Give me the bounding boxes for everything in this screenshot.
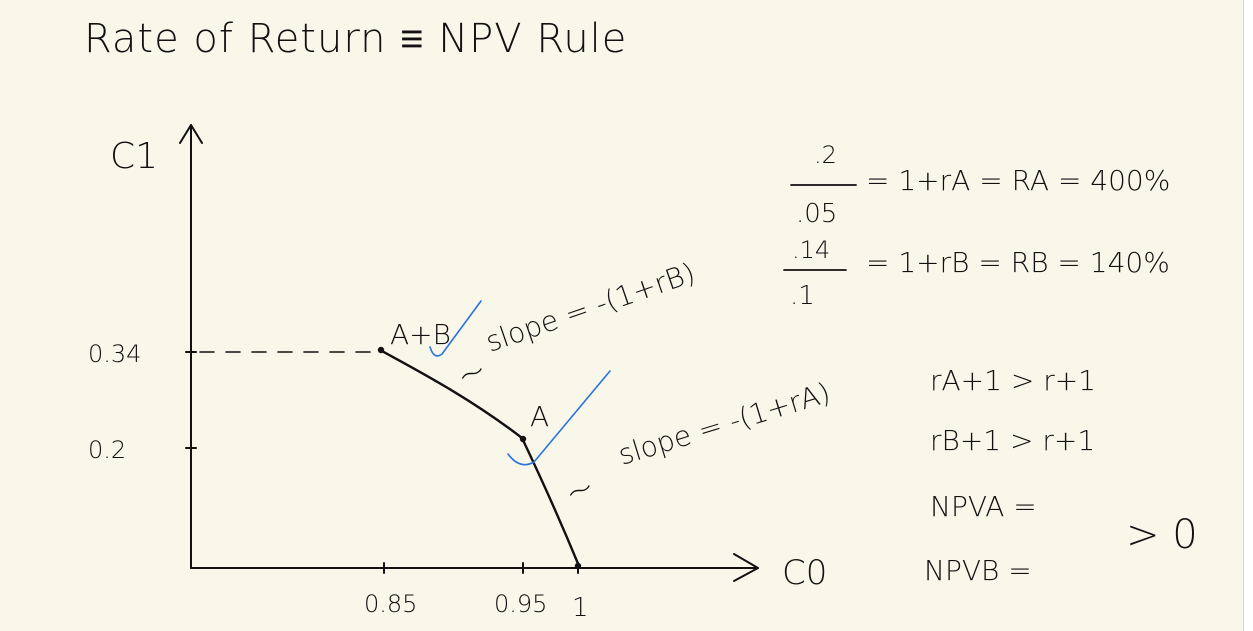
y-axis-label: C1 [110, 136, 158, 177]
conditions: rA+1 > r+1 rB+1 > r+1 NPVA = NPVB = > 0 [924, 364, 1198, 587]
axes: C1 C0 [110, 124, 827, 593]
npv-b-line: NPVB = [924, 554, 1032, 587]
equation-b-numerator: .14 [792, 236, 830, 264]
y-axis-arrowhead [179, 124, 203, 144]
y-tick-label-0-34: 0.34 [88, 340, 141, 368]
x-tick-label-0-85: 0.85 [364, 590, 417, 618]
slope-label-a: slope = -(1+rA) [614, 376, 834, 472]
y-tick-label-0-2: 0.2 [88, 436, 126, 464]
tilde-a: ~ [560, 467, 600, 514]
check-mark-a [507, 370, 611, 466]
condition-line-1: rA+1 > r+1 [930, 364, 1096, 397]
equation-b-denominator: .1 [790, 281, 815, 311]
npv-a-line: NPVA = [930, 490, 1037, 523]
x-axis-arrowhead [733, 553, 759, 582]
equation-b: .14 .1 = 1+rB = RB = 140% [783, 236, 1170, 311]
x-tick-label-1: 1 [572, 593, 589, 623]
x-tick-label-0-95: 0.95 [494, 590, 547, 618]
point-end-dot [574, 562, 582, 570]
equation-a-numerator: .2 [814, 141, 837, 169]
npv-result: > 0 [1126, 512, 1198, 558]
slope-label-ab: slope = -(1+rB) [482, 256, 700, 358]
equation-b-result: = 1+rB = RB = 140% [866, 246, 1170, 279]
check-mark-ab [429, 300, 482, 357]
point-a-dot [519, 435, 527, 443]
equation-a-result: = 1+rA = RA = 400% [866, 164, 1170, 197]
equation-a: .2 .05 = 1+rA = RA = 400% [790, 141, 1170, 229]
tilde-ab: ~ [452, 350, 492, 397]
point-label-a: A [530, 400, 549, 433]
page-title: Rate of Return ≡ NPV Rule [84, 16, 627, 62]
ticks: 0.34 0.2 0.85 0.95 1 [88, 340, 589, 623]
right-edge-border [1243, 0, 1253, 631]
equation-a-denominator: .05 [796, 199, 837, 229]
condition-line-2: rB+1 > r+1 [930, 424, 1095, 457]
point-ab-dot [377, 346, 385, 354]
point-label-ab: A+B [390, 318, 451, 351]
x-axis-label: C0 [782, 553, 827, 593]
